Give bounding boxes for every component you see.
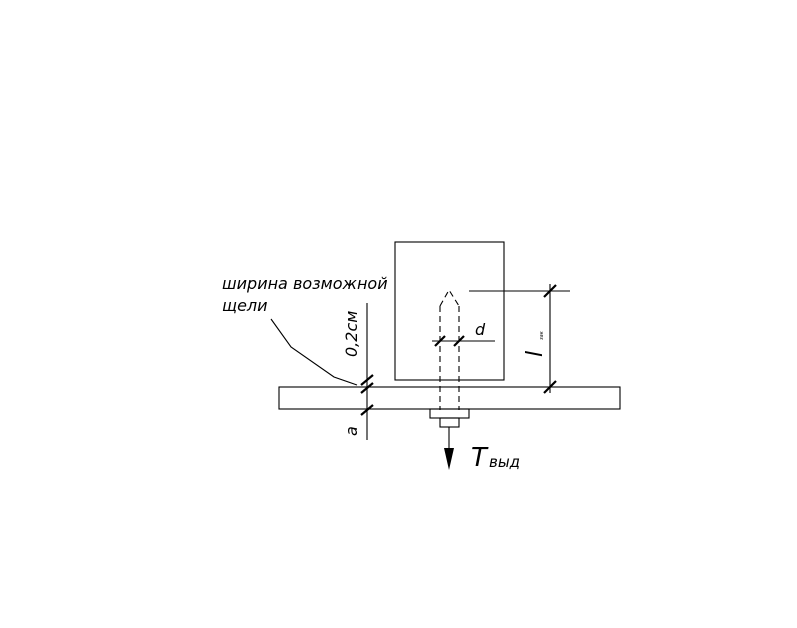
gap-dimension <box>360 303 374 440</box>
anchor-tail <box>439 417 460 428</box>
anchor-nut <box>429 408 470 419</box>
gap-leader <box>270 318 358 386</box>
anchor-bar <box>439 288 460 410</box>
length-label: l <box>523 351 548 357</box>
concrete-block <box>394 241 505 381</box>
force-arrowhead <box>444 448 454 470</box>
force-subscript: выд <box>489 453 520 471</box>
gap-width-label-line1: ширина возможной <box>222 274 388 293</box>
gap-dimension-label: 0,2см <box>342 311 361 357</box>
length-subscript: зак <box>539 331 545 340</box>
gap-width-label-line2: щели <box>222 296 268 315</box>
base-plate <box>278 386 621 410</box>
length-dimension <box>469 284 570 394</box>
diameter-label: d <box>475 320 486 339</box>
plate-dimension-label: a <box>342 426 361 436</box>
diameter-dimension <box>432 335 495 347</box>
force-label: T <box>471 443 489 473</box>
